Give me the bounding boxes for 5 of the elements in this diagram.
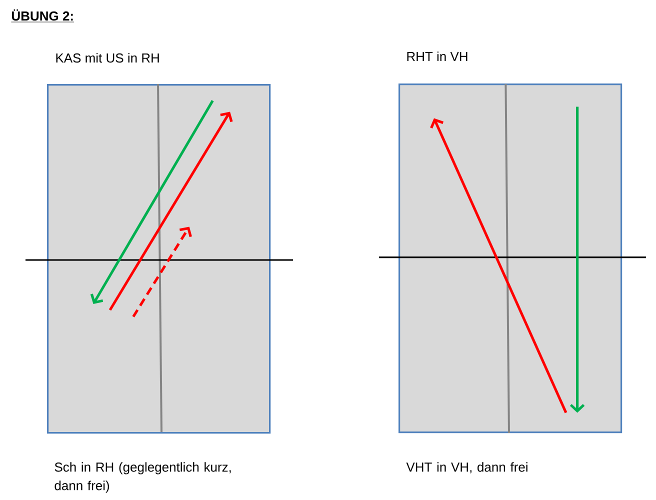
panel-caption: Sch in RH (geglegentlich kurz, dann frei) — [54, 462, 231, 493]
title: ÜBUNG 2: — [11, 9, 74, 22]
panel-heading: RHT in VH — [407, 52, 468, 61]
panel-heading: KAS mit US in RH — [56, 53, 159, 63]
panel-caption: VHT in VH, dann frei — [406, 462, 528, 474]
